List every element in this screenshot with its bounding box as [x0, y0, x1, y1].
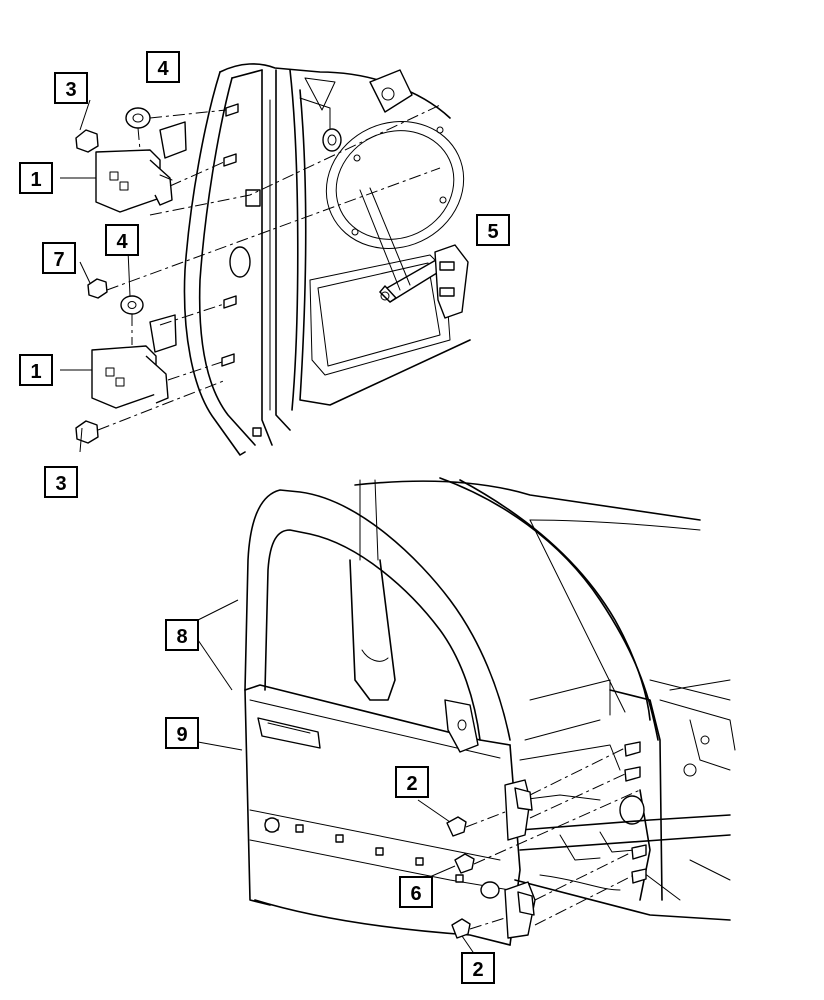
door-hinges-bottom [446, 741, 647, 939]
callout-label: 3 [55, 473, 66, 495]
leader-lines [60, 99, 476, 956]
callout-label: 4 [157, 58, 169, 80]
callout-4-upper: 4 [146, 51, 180, 83]
callout-label: 1 [30, 361, 41, 383]
alignment-lines-top [97, 104, 441, 431]
alignment-lines-bottom [465, 747, 641, 930]
front-door [244, 489, 521, 946]
door-check-strap [359, 187, 469, 319]
callout-6-bolt: 6 [399, 876, 433, 908]
callout-2-bolt-lower: 2 [461, 952, 495, 984]
callout-label: 2 [472, 959, 483, 981]
callout-label: 8 [176, 626, 187, 648]
callout-label: 6 [410, 883, 421, 905]
callout-1-upper-hinge: 1 [19, 162, 53, 194]
door-shell-interior [183, 63, 471, 456]
callout-label: 5 [487, 221, 498, 243]
callout-9-door-panel: 9 [165, 717, 199, 749]
vehicle-body [349, 477, 736, 921]
callout-label: 7 [53, 249, 64, 271]
callout-label: 1 [30, 169, 41, 191]
callout-2-bolt-upper: 2 [395, 766, 429, 798]
callout-label: 2 [406, 773, 417, 795]
callout-3-nut-upper: 3 [54, 72, 88, 104]
callout-label: 4 [116, 231, 128, 253]
callout-8-door-shell: 8 [165, 619, 199, 651]
callout-4-lower: 4 [105, 224, 139, 256]
callout-5-check-strap: 5 [476, 214, 510, 246]
callout-label: 3 [65, 79, 76, 101]
callout-label: 9 [176, 724, 187, 746]
callout-7-nut: 7 [42, 242, 76, 274]
callout-1-lower-hinge: 1 [19, 354, 53, 386]
callout-3-nut-lower: 3 [44, 466, 78, 498]
lower-hinge-top [75, 278, 237, 444]
upper-hinge-top [75, 103, 239, 213]
